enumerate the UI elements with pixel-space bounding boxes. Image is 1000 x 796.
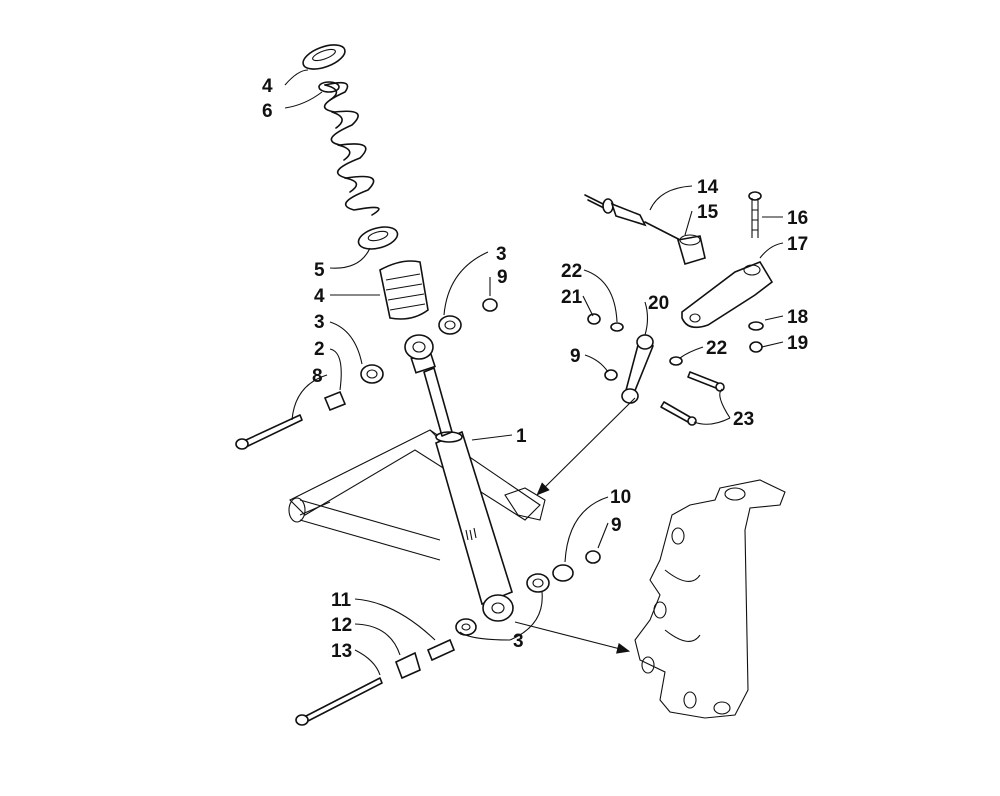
callout-6: 6 [262, 101, 273, 122]
callout-22-lower: 22 [706, 338, 727, 359]
bump-stop [379, 260, 429, 320]
link-washer-a [610, 322, 624, 332]
nut-upper [482, 298, 498, 312]
callout-10: 10 [610, 487, 631, 508]
callout-9-upper: 9 [497, 267, 508, 288]
callout-9-lower: 9 [611, 515, 622, 536]
callout-19: 19 [787, 333, 808, 354]
callout-9-link: 9 [570, 346, 581, 367]
link-rod [621, 334, 654, 404]
assembly-arrows [514, 397, 636, 654]
callout-13: 13 [331, 641, 352, 662]
spindle-knuckle [634, 479, 786, 719]
sleeve-upper [323, 390, 347, 412]
link-bolt-lower [660, 401, 697, 426]
sway-bar-arm [681, 261, 774, 329]
callout-21: 21 [561, 287, 583, 308]
shock-absorber [404, 334, 514, 622]
washer-arm [748, 321, 764, 331]
leader-lines [284, 69, 784, 676]
bushing-lower-a [526, 573, 550, 593]
callout-4: 4 [314, 286, 325, 307]
link-bolt-upper [687, 371, 725, 392]
spacer-lower [552, 564, 574, 582]
spacer-sleeve-lower [394, 651, 421, 680]
link-nut-b [604, 369, 618, 381]
callout-22-upper: 22 [561, 261, 582, 282]
sleeve-lower [426, 638, 456, 662]
bushing-lower-b [455, 618, 477, 636]
nut-arm [749, 341, 763, 353]
sway-bar-bushing [676, 234, 706, 265]
callout-3-upper-right: 3 [496, 244, 507, 265]
callout-14: 14 [697, 177, 719, 198]
callout-3-upper-left: 3 [314, 312, 325, 333]
upper-bolt [235, 414, 303, 450]
arm-bolt [748, 191, 762, 238]
callout-18: 18 [787, 307, 808, 328]
coil-spring [323, 81, 380, 216]
callout-17: 17 [787, 234, 808, 255]
nut-lower [585, 550, 601, 564]
callout-16: 16 [787, 208, 808, 229]
link-washer-b [669, 356, 683, 366]
callout-23: 23 [733, 409, 754, 430]
link-nut-a [587, 313, 601, 325]
spring-seat [357, 226, 399, 250]
a-arm-frame [288, 429, 546, 561]
callout-12: 12 [331, 615, 352, 636]
bushing-upper-right [438, 315, 462, 335]
callout-2: 2 [314, 339, 325, 360]
callout-20: 20 [648, 293, 669, 314]
callout-11: 11 [331, 590, 352, 611]
callout-1: 1 [516, 426, 527, 447]
callout-7: 4 [262, 76, 273, 97]
bushing-upper-left [360, 364, 384, 384]
retainer-clip [318, 81, 340, 93]
sway-bar [584, 194, 691, 246]
spring-retainer-top [302, 44, 346, 70]
callout-15: 15 [697, 202, 719, 223]
callout-labels: 4 6 5 4 3 9 3 2 8 1 10 9 11 12 13 3 14 1… [262, 76, 808, 662]
lower-bolt [295, 677, 383, 726]
callout-5: 5 [314, 260, 325, 281]
callout-3-lower: 3 [513, 631, 524, 652]
callout-8: 8 [312, 366, 323, 387]
